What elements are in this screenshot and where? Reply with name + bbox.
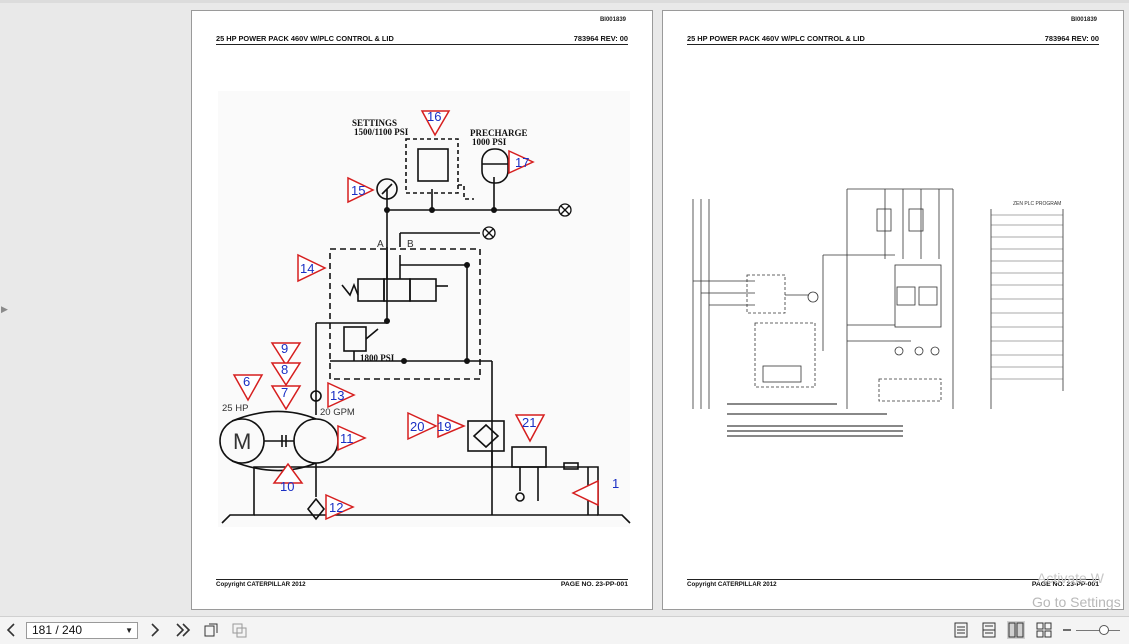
- continuous-icon[interactable]: [980, 621, 998, 639]
- callout-marker-7: [270, 385, 302, 411]
- callout-16: 16: [427, 109, 441, 124]
- activate-watermark: Activate W: [1037, 570, 1104, 586]
- motor-hp-label: 25 HP: [222, 403, 248, 414]
- relief-value: 1800 PSI: [360, 353, 395, 363]
- pump-flow-label: 20 GPM: [320, 407, 355, 418]
- pressure-switch-box: [405, 138, 459, 194]
- callout-21: 21: [522, 415, 536, 430]
- level-switch-symbol: [511, 446, 547, 468]
- header-title: 25 HP POWER PACK 460V W/PLC CONTROL & LI…: [216, 34, 394, 43]
- port-a-label: A: [377, 239, 384, 250]
- footer-rule: [687, 579, 1099, 580]
- callout-12: 12: [329, 500, 343, 515]
- callout-marker-9: [270, 342, 302, 367]
- callout-marker-15: [347, 176, 375, 204]
- control-transformer-box: [754, 322, 816, 388]
- document-page-right: BI001839 25 HP POWER PACK 460V W/PLC CON…: [662, 10, 1124, 610]
- doc-id: BI001839: [1070, 17, 1097, 23]
- callout-marker-14: [297, 253, 327, 283]
- plc-module: [894, 264, 942, 328]
- header-number: 783964 REV: 00: [1044, 34, 1099, 43]
- settings-label: SETTINGS: [352, 118, 397, 128]
- callout-11: 11: [340, 431, 354, 446]
- filter-symbol: [467, 420, 505, 452]
- motor-symbol-label: M: [233, 429, 251, 454]
- scan-background: [218, 91, 630, 527]
- copy-icon[interactable]: [230, 621, 248, 639]
- port-b-label: B: [407, 239, 414, 250]
- callout-marker-21: [514, 414, 546, 443]
- motor-starter-box: [746, 274, 786, 314]
- page-header: 25 HP POWER PACK 460V W/PLC CONTROL & LI…: [687, 34, 1099, 44]
- callout-marker-19: [437, 413, 466, 439]
- callout-6: 6: [243, 374, 250, 389]
- callout-marker-6: [232, 374, 264, 402]
- page-header: 25 HP POWER PACK 460V W/PLC CONTROL & LI…: [216, 34, 628, 44]
- sidebar-expand-icon[interactable]: ▶: [1, 304, 8, 314]
- suction-strainer-symbol: [306, 497, 326, 521]
- chevron-down-icon: ▼: [125, 626, 133, 635]
- callout-20: 20: [410, 419, 424, 434]
- zoom-slider-thumb[interactable]: [1098, 625, 1109, 635]
- tank-outline: [221, 466, 631, 524]
- doc-id: BI001839: [599, 17, 626, 23]
- callout-14: 14: [300, 261, 314, 276]
- zoom-slider-track[interactable]: [1076, 630, 1120, 631]
- footer-page-number: PAGE NO. 23-PP-001: [1031, 581, 1099, 588]
- page-indicator: 181 / 240: [32, 623, 83, 637]
- callout-marker-8: [270, 362, 302, 387]
- window-top-strip: [0, 0, 1129, 3]
- callout-17: 17: [515, 155, 529, 170]
- last-page-icon[interactable]: [174, 621, 192, 639]
- document-page-left: BI001839 25 HP POWER PACK 460V W/PLC CON…: [191, 10, 653, 610]
- gauge-symbol: [376, 178, 398, 200]
- callout-marker-12: [325, 493, 355, 521]
- prev-page-icon[interactable]: [2, 621, 20, 639]
- callout-marker-1: [571, 479, 599, 507]
- header-number: 783964 REV: 00: [573, 34, 628, 43]
- two-page-continuous-icon[interactable]: [1035, 621, 1053, 639]
- footer-copyright: Copyright CATERPILLAR 2012: [687, 581, 777, 588]
- callout-marker-13: [327, 381, 356, 409]
- hydraulic-schematic: SETTINGS 1500/1100 PSI PRECHARGE 1000 PS…: [218, 91, 631, 527]
- callout-13: 13: [330, 388, 344, 403]
- callout-7: 7: [281, 385, 288, 400]
- footer-copyright: Copyright CATERPILLAR 2012: [216, 581, 306, 588]
- header-rule: [216, 44, 628, 45]
- next-page-icon[interactable]: [146, 621, 164, 639]
- footer-page-number: PAGE NO. 23-PP-001: [560, 581, 628, 588]
- callout-15: 15: [351, 183, 365, 198]
- two-page-icon[interactable]: [1007, 621, 1025, 639]
- header-title: 25 HP POWER PACK 460V W/PLC CONTROL & LI…: [687, 34, 865, 43]
- precharge-label: PRECHARGE: [470, 128, 528, 138]
- plc-program-title: ZEN PLC PROGRAM: [1013, 201, 1061, 207]
- callout-marker-17: [508, 149, 535, 175]
- callout-marker-16: [420, 110, 451, 137]
- callout-1: 1: [612, 476, 619, 491]
- callout-9: 9: [281, 341, 288, 356]
- settings-value: 1500/1100 PSI: [354, 127, 409, 137]
- activate-watermark-sub: Go to Settings: [1032, 594, 1121, 610]
- callout-marker-11: [337, 424, 367, 452]
- single-page-icon[interactable]: [952, 621, 970, 639]
- callout-marker-10: [272, 462, 304, 484]
- callout-19: 19: [437, 419, 451, 434]
- precharge-value: 1000 PSI: [472, 137, 507, 147]
- electrical-schematic: ZEN PLC PROGRAM: [692, 188, 1064, 437]
- zoom-out-icon[interactable]: [1058, 621, 1076, 639]
- notes-block: [727, 403, 903, 437]
- callout-8: 8: [281, 362, 288, 377]
- viewer-toolbar: 181 / 240 ▼: [0, 616, 1129, 644]
- accumulator-symbol: [481, 148, 509, 184]
- callout-marker-20: [407, 411, 438, 441]
- page-number-dropdown[interactable]: 181 / 240 ▼: [26, 622, 138, 639]
- plc-ladder-rungs: [991, 214, 1063, 380]
- footer-rule: [216, 579, 628, 580]
- header-rule: [687, 44, 1099, 45]
- callout-10: 10: [280, 479, 294, 494]
- rotate-icon[interactable]: [202, 621, 220, 639]
- push-to-stop-box: [878, 378, 942, 402]
- valve-manifold-box: [329, 248, 481, 380]
